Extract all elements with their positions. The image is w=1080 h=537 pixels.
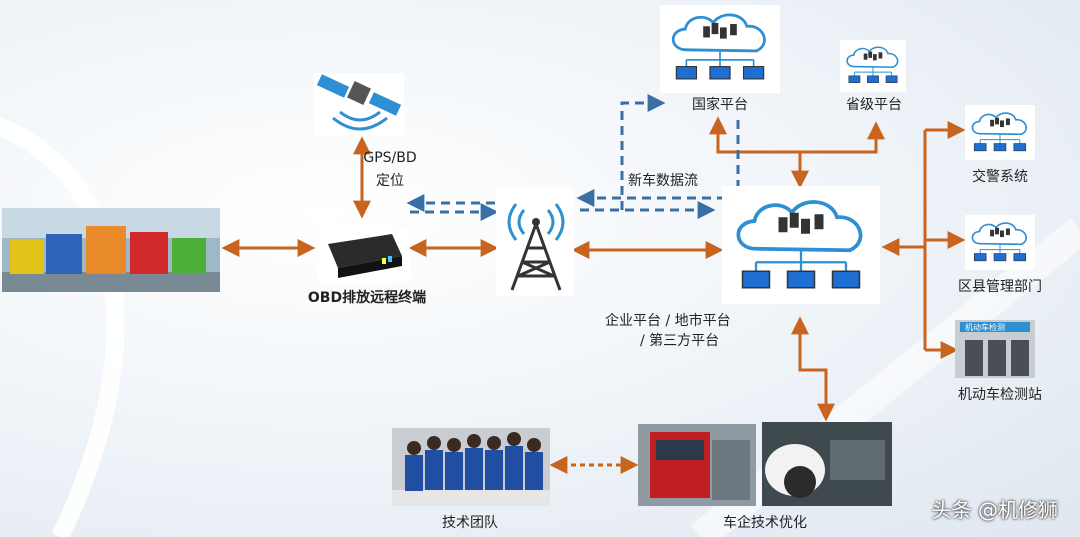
county-department-label: 区县管理部门 — [958, 279, 1042, 295]
satellite-icon — [314, 73, 404, 135]
police-system-icon — [965, 105, 1035, 160]
obd-label: OBD排放远程终端 — [307, 290, 427, 306]
dashed-to-national — [620, 94, 666, 210]
gps-label-2: 定位 — [376, 173, 404, 189]
oem-technician-photo — [762, 422, 892, 506]
arrow-enterprise-oem — [791, 316, 835, 422]
arrow-national-provincial — [709, 116, 885, 154]
new-car-data-label: 新车数据流 — [628, 173, 698, 189]
trucks-photo — [2, 208, 220, 292]
signal-tower-icon — [496, 188, 574, 296]
obd-terminal-icon — [318, 228, 410, 282]
police-system-label: 交警系统 — [972, 169, 1028, 185]
inspection-station-photo — [955, 320, 1035, 378]
oem-optimization-label: 车企技术优化 — [723, 515, 807, 531]
oem-truck-photo — [638, 424, 756, 506]
provincial-platform-icon — [840, 40, 906, 92]
solid-arrows — [221, 116, 966, 474]
background-swoosh — [0, 117, 125, 537]
national-platform-icon — [660, 5, 780, 93]
technical-team-photo — [392, 428, 550, 506]
technical-team-label: 技术团队 — [442, 515, 498, 531]
gps-label: GPS/BD — [363, 150, 417, 166]
county-department-icon — [965, 215, 1035, 270]
enterprise-platform-icon — [722, 186, 880, 304]
provincial-platform-label: 省级平台 — [846, 97, 902, 113]
inspection-station-label: 机动车检测站 — [958, 387, 1042, 403]
station-sign: 机动车检测 — [965, 323, 1005, 332]
enterprise-platform-label: 企业平台 / 地市平台 — [605, 313, 731, 329]
watermark: 头条 @机修狮 — [931, 498, 1058, 522]
national-platform-label: 国家平台 — [692, 97, 748, 113]
third-party-platform-label: / 第三方平台 — [640, 333, 720, 349]
